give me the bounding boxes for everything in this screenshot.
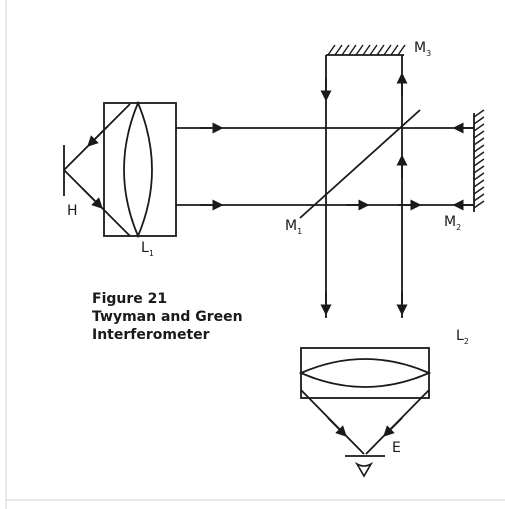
label-e: E	[392, 440, 401, 456]
figure-caption-line-1: Figure 21	[92, 291, 167, 307]
label-l1: L1	[141, 240, 154, 258]
source-ray-lower-arrow	[81, 187, 103, 209]
lens-l1-housing	[103, 102, 177, 237]
figure-caption-line-3: Interferometer	[92, 327, 210, 343]
eye-icon	[354, 461, 374, 478]
label-h: H	[67, 203, 78, 219]
lens-l1-element	[123, 100, 153, 239]
mirror-m3-hatch	[327, 44, 406, 56]
mirror-m2-hatch	[473, 109, 485, 209]
label-m3: M3	[414, 40, 431, 58]
label-m1: M1	[285, 218, 302, 236]
lens-l2-element	[298, 358, 432, 388]
label-l2: L2	[456, 328, 469, 346]
lens-l2-housing	[300, 347, 430, 399]
eye-ray-right-arrow	[383, 417, 403, 437]
eye-ray-left-arrow	[327, 417, 347, 437]
label-m2: M2	[444, 214, 461, 232]
source-ray-upper-arrow	[87, 125, 109, 147]
beam-splitter-m1	[299, 109, 421, 219]
figure-caption-line-2: Twyman and Green	[92, 309, 243, 325]
